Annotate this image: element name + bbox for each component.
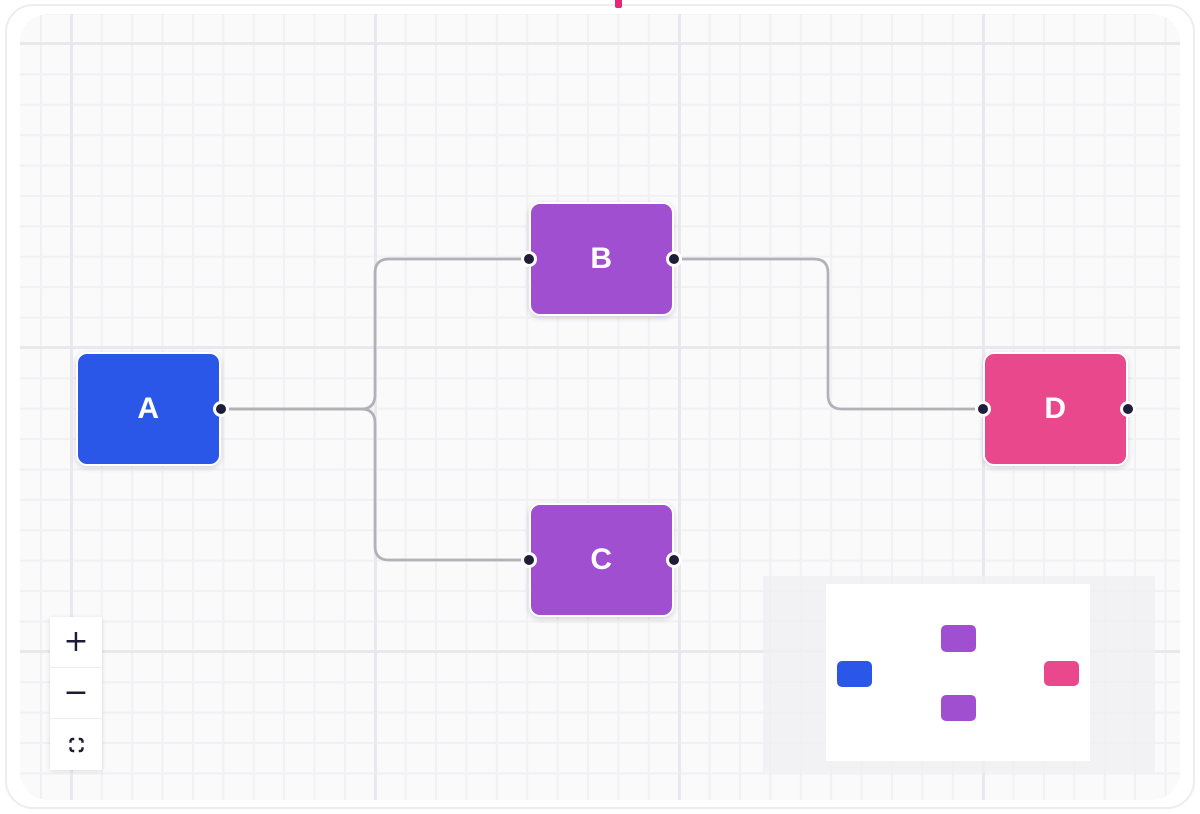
plus-icon: + — [63, 624, 89, 659]
node-b[interactable]: B — [529, 202, 674, 316]
zoom-out-button[interactable]: − — [50, 668, 102, 719]
node-d[interactable]: D — [983, 352, 1128, 466]
handle-a-source[interactable] — [213, 401, 229, 417]
node-d-label: D — [1044, 392, 1067, 425]
handle-d-target[interactable] — [975, 401, 991, 417]
edge-b-to-d[interactable] — [674, 257, 983, 411]
zoom-in-button[interactable]: + — [50, 617, 102, 668]
edge-a-to-c[interactable] — [221, 407, 529, 562]
minimap-node-c — [941, 695, 976, 721]
node-c-label: C — [590, 543, 613, 576]
handle-dots — [213, 251, 1136, 568]
fit-view-button[interactable] — [50, 719, 102, 770]
handle-c-target[interactable] — [521, 552, 537, 568]
node-b-label: B — [590, 242, 613, 275]
edge-a-to-b[interactable] — [221, 257, 529, 411]
handle-b-target[interactable] — [521, 251, 537, 267]
handle-c-source[interactable] — [666, 552, 682, 568]
node-c[interactable]: C — [529, 503, 674, 617]
minimap-node-b — [941, 625, 976, 652]
minus-icon: − — [63, 675, 89, 710]
zoom-controls: + − — [50, 617, 102, 770]
minimap-node-a — [837, 661, 872, 687]
top-indicator — [615, 0, 622, 8]
node-a-label: A — [137, 392, 160, 425]
node-a[interactable]: A — [76, 352, 221, 466]
handle-b-source[interactable] — [666, 251, 682, 267]
fit-view-icon — [68, 737, 84, 752]
minimap[interactable] — [763, 576, 1155, 772]
handle-d-source[interactable] — [1120, 401, 1136, 417]
minimap-node-d — [1044, 661, 1079, 686]
